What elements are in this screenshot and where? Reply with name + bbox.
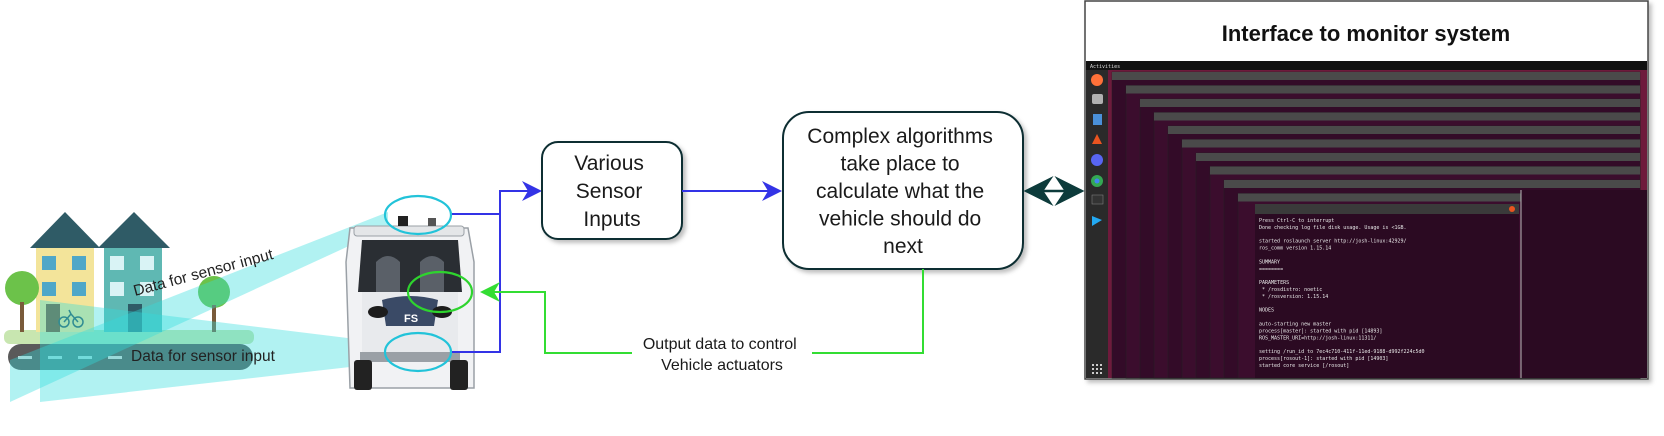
algorithms-box	[782, 111, 1024, 270]
terminal-line: started core service [/rosout]	[1259, 363, 1349, 369]
algorithms-line-4: vehicle should do	[819, 208, 981, 231]
svg-text:Activities: Activities	[1090, 64, 1120, 70]
terminal-icon	[1091, 194, 1104, 205]
files-icon	[1092, 94, 1103, 104]
terminal-line: started roslaunch server http://josh-lin…	[1259, 239, 1407, 245]
stacked-terminal-titlebar	[1210, 166, 1640, 175]
houses-illustration	[4, 212, 254, 370]
algorithms-line-1: Complex algorithms	[807, 125, 993, 148]
front-sensor-highlight	[383, 331, 453, 373]
lower-beam-label: Data for sensor input	[131, 348, 276, 365]
road	[8, 344, 253, 370]
terminal-line: Press Ctrl-C to interrupt	[1259, 218, 1334, 224]
roof-sensor-highlight	[383, 194, 453, 236]
terminal-line: ========	[1259, 266, 1283, 272]
top-bar	[1086, 61, 1647, 70]
sensor-data-connector	[452, 181, 542, 353]
stacked-terminal-titlebar	[1182, 139, 1640, 148]
stacked-terminal-titlebar	[1196, 153, 1640, 161]
dock	[1086, 70, 1108, 378]
svg-text:Complex algorithms take pl: Complex algorithms take place to calcula…	[807, 125, 998, 258]
firefox-icon	[1091, 74, 1103, 86]
output-label-line-1: Output data to control	[643, 336, 797, 353]
sidewalk	[4, 330, 254, 344]
algorithms-line-5: next	[883, 235, 923, 258]
sensor-box-line-2: Sensor	[576, 180, 643, 203]
terminal-line: NODES	[1259, 308, 1274, 314]
autonomous-vehicle: FS	[345, 216, 475, 390]
terminal-line: setting /run_id to 7ec4c710-411f-11ed-91…	[1259, 349, 1425, 355]
terminal-line: process[master]: started with pid [14893…	[1259, 328, 1382, 334]
sensor-box-line-3: Inputs	[583, 208, 640, 231]
close-icon	[1509, 206, 1515, 212]
terminal-line: * /rosversion: 1.15.14	[1259, 294, 1328, 300]
stacked-terminal-titlebar	[1126, 85, 1640, 94]
algorithms-line-2: take place to	[841, 153, 960, 176]
sensor-box-line-1: Various	[574, 152, 644, 175]
terminal-line: auto-starting new master	[1259, 322, 1331, 328]
stacked-terminal-titlebar	[1224, 180, 1640, 188]
discord-icon	[1091, 154, 1103, 166]
stacked-terminal-titlebar	[1112, 72, 1640, 80]
stacked-terminal-titlebar	[1168, 126, 1640, 134]
algorithms-line-3: calculate what the	[816, 180, 984, 203]
terminal-line: ROS_MASTER_URI=http://josh-linux:11311/	[1259, 335, 1376, 341]
stacked-terminal-titlebar	[1238, 193, 1640, 202]
terminal-line: ros_comm version 1.15.14	[1259, 246, 1331, 252]
vscode-icon	[1092, 216, 1102, 226]
stacked-terminal-titlebar	[1154, 112, 1640, 121]
actuator-highlight	[406, 270, 474, 314]
sensor-beams	[10, 212, 412, 402]
output-connector	[480, 269, 924, 354]
svg-text:FS: FS	[404, 313, 418, 325]
apps-grid-icon	[1092, 364, 1102, 374]
app-store-icon	[1092, 134, 1102, 144]
main-terminal	[1255, 204, 1519, 378]
terminal-line: PARAMETERS	[1259, 280, 1289, 286]
output-label-line-2: Vehicle actuators	[661, 357, 783, 374]
svg-text:Various Sensor Inputs: Various Sensor Inputs	[574, 152, 650, 231]
output-label: Output data to control Vehicle actuators	[632, 333, 812, 374]
terminal-line: * /rosdistro: noetic	[1259, 287, 1322, 293]
terminal-line: SUMMARY	[1259, 259, 1280, 265]
side-terminal	[1521, 190, 1647, 378]
terminal-line: Done checking log file disk usage. Usage…	[1259, 225, 1407, 231]
svg-text:Output data to control V: Output data to control Vehicle actuators	[643, 336, 801, 374]
stacked-terminal-titlebar	[1140, 99, 1640, 107]
terminal-line: process[rosout-1]: started with pid [149…	[1259, 356, 1388, 362]
monitor-title: Interface to monitor system	[1222, 21, 1511, 46]
document-icon	[1093, 114, 1102, 125]
